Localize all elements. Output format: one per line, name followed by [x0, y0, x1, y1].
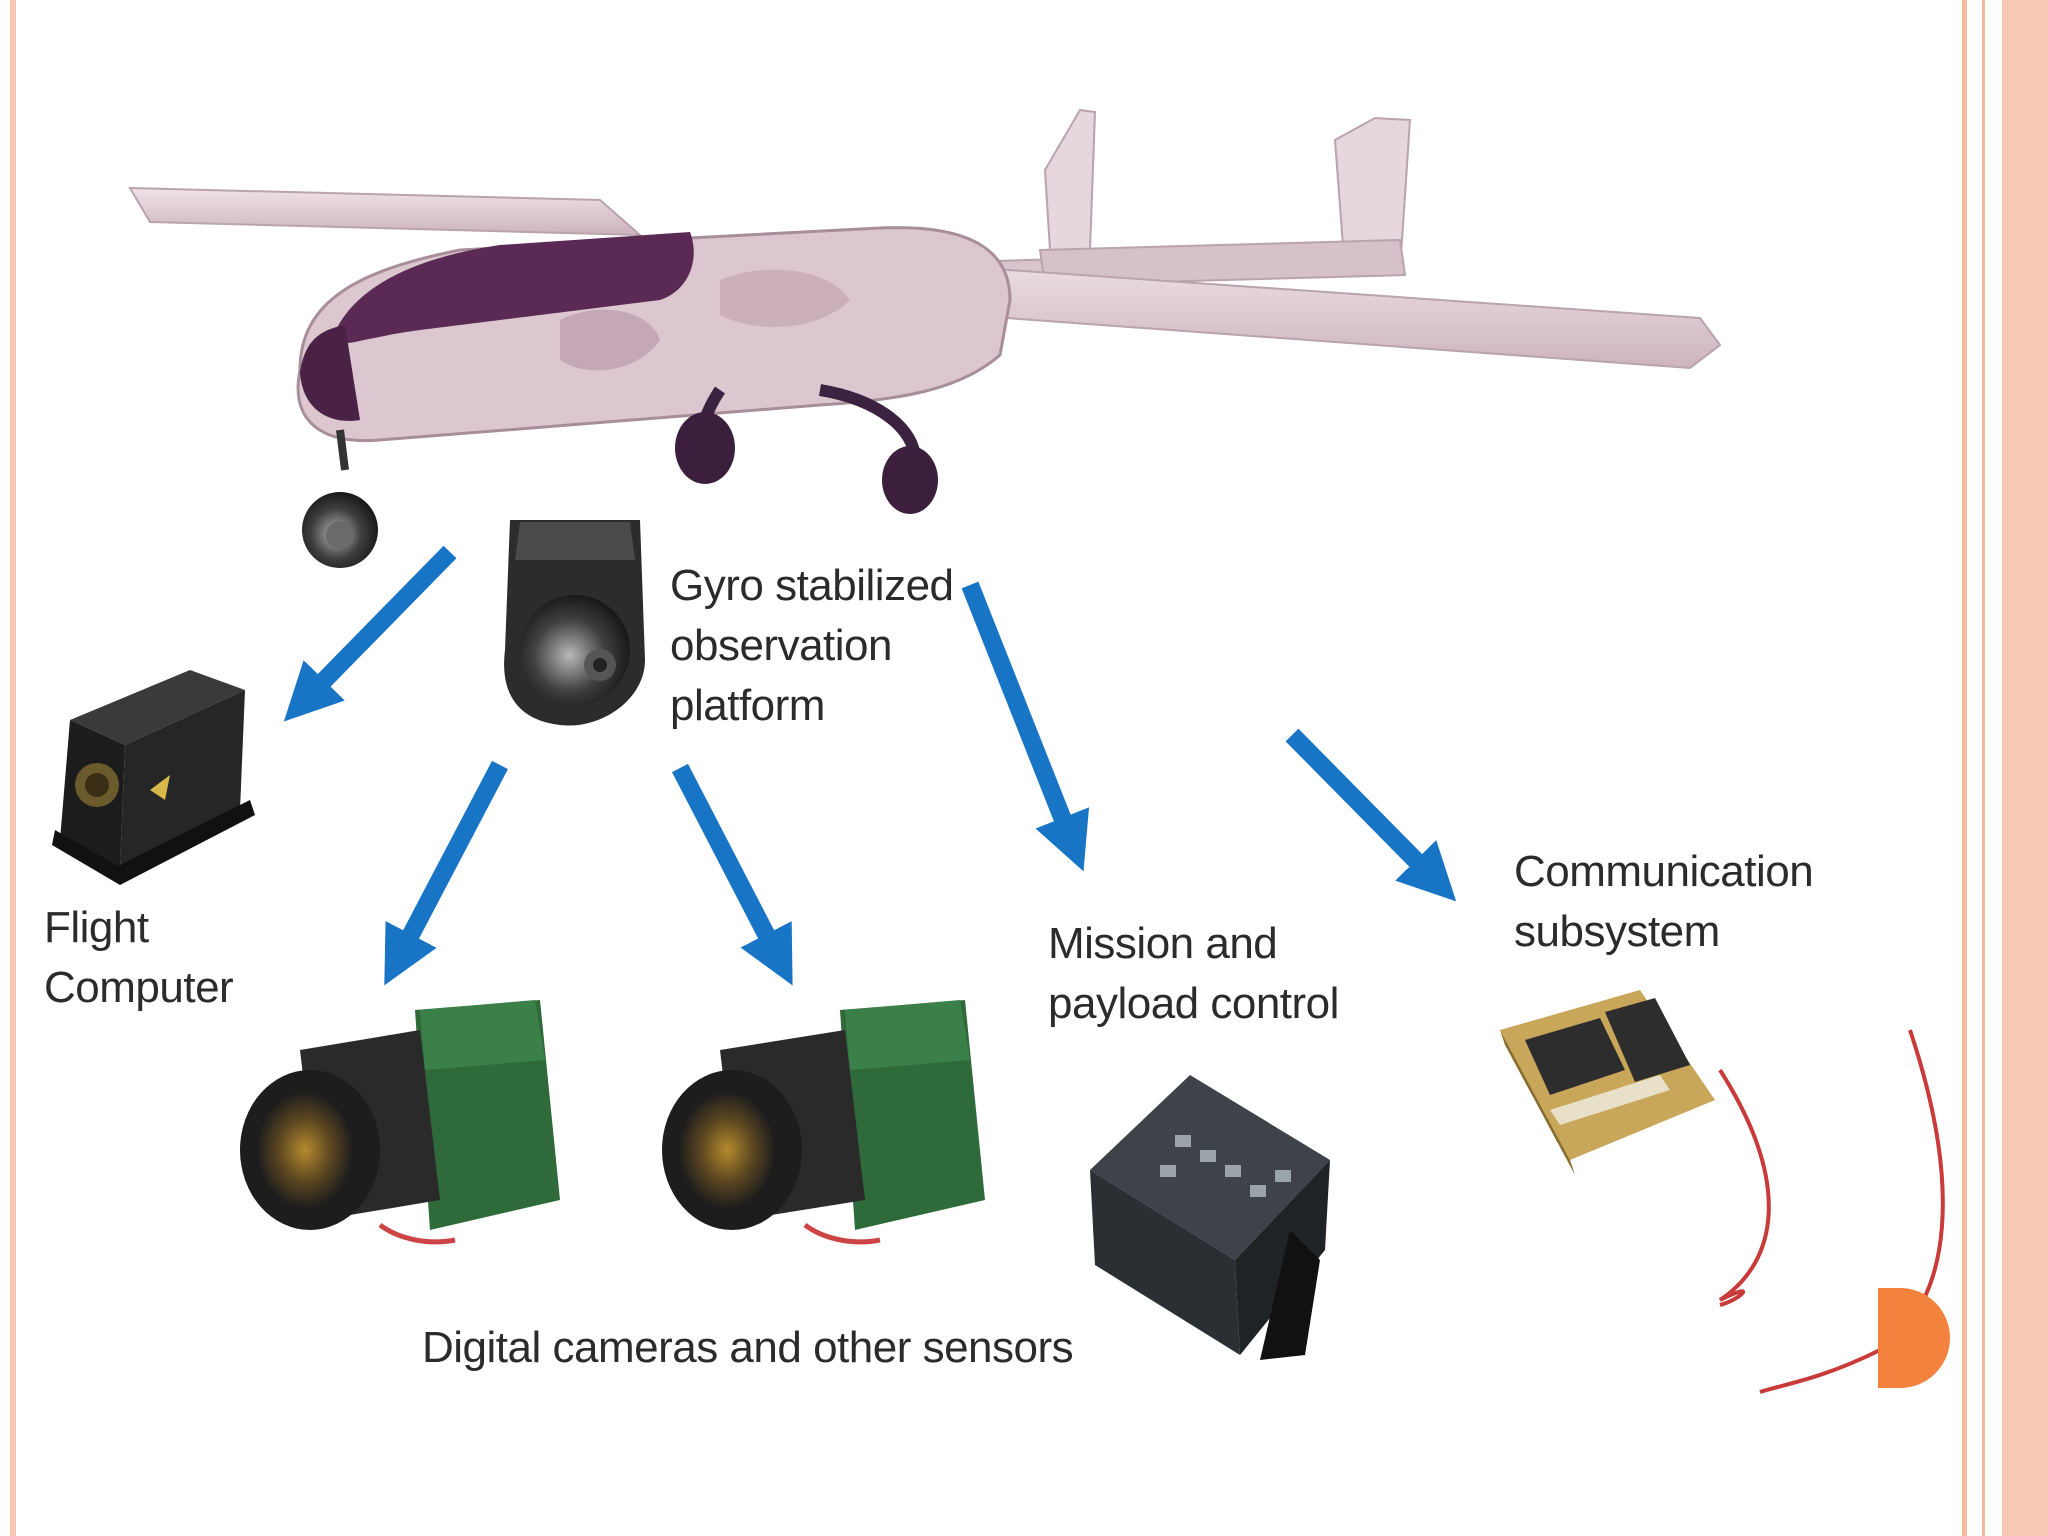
camera-module-icon-1 [240, 1000, 560, 1245]
flight-computer-label: Flight Computer [44, 903, 234, 1012]
mission-payload-label: Mission and payload control [1048, 919, 1339, 1028]
slide-frame-left [10, 0, 16, 1536]
uav-aircraft-icon [128, 108, 1722, 568]
arrow-to-camera-1 [384, 760, 508, 986]
circuit-board-icon [1500, 990, 1715, 1175]
gimbal-camera-icon [504, 520, 645, 726]
camera-module-icon-2 [662, 1000, 985, 1245]
arrow-icon [283, 545, 1457, 986]
arrow-to-communication [1285, 728, 1457, 902]
cameras-sensors-label: Digital cameras and other sensors [422, 1323, 1074, 1372]
arrow-to-camera-2 [672, 763, 793, 986]
flight-computer-box-icon [52, 670, 255, 885]
slide-frame-right [1962, 0, 2048, 1536]
arrow-to-flight-computer [283, 545, 457, 722]
gyro-platform-label: Gyro stabilized observation platform [670, 561, 954, 730]
communication-subsystem-label: Communication subsystem [1514, 847, 1814, 956]
arrow-to-mission-control [961, 581, 1090, 872]
control-box-icon [1090, 1075, 1330, 1360]
